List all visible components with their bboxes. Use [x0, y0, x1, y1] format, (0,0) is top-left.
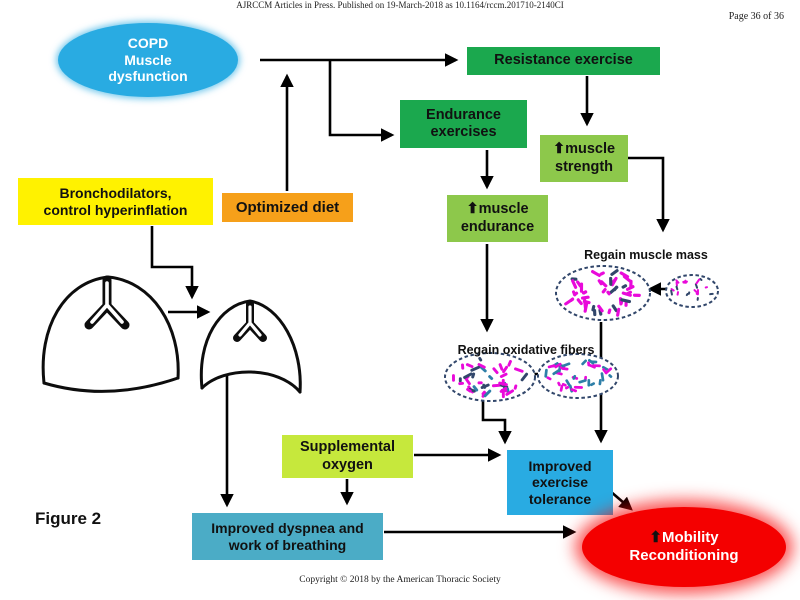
node-resistance-exercise: Resistance exercise	[467, 47, 660, 75]
mobility-line-2: Reconditioning	[629, 547, 739, 564]
node-mobility-reconditioning: ⬆Mobility Reconditioning	[582, 507, 786, 587]
node-endurance-exercises: Endurance exercises	[400, 100, 527, 148]
node-optimized-diet: Optimized diet	[222, 193, 353, 222]
oxidative-fibers-section-before	[537, 353, 619, 399]
copyright-line: Copyright © 2018 by the American Thoraci…	[299, 575, 501, 585]
lung-hyperinflated-drawing	[41, 275, 180, 393]
node-copd-muscle-dysfunction: COPD Muscle dysfunction	[58, 23, 238, 97]
journal-header: AJRCCM Articles in Press. Published on 1…	[236, 0, 564, 10]
mobility-line-1: ⬆Mobility	[649, 529, 719, 547]
muscle-cross-section-small	[665, 274, 719, 308]
label-regain-oxidative-fibers: Regain oxidative fibers	[457, 343, 595, 357]
oxidative-fibers-section-after	[444, 352, 536, 402]
figure-label: Figure 2	[35, 509, 102, 528]
label-regain-muscle-mass: Regain muscle mass	[584, 248, 708, 262]
page-number: Page 36 of 36	[728, 11, 784, 22]
node-supplemental-oxygen: Supplemental oxygen	[282, 435, 413, 478]
lung-improved-drawing	[199, 299, 302, 394]
up-arrow-icon: ⬆	[649, 529, 662, 547]
node-exercise-tolerance: Improved exercise tolerance	[507, 450, 613, 515]
node-muscle-endurance: ⬆muscle endurance	[447, 195, 548, 242]
node-bronchodilators: Bronchodilators, control hyperinflation	[18, 178, 213, 225]
node-muscle-strength: ⬆muscle strength	[540, 135, 628, 182]
muscle-cross-section-large	[555, 265, 651, 321]
node-improved-dyspnea: Improved dyspnea and work of breathing	[192, 513, 383, 560]
